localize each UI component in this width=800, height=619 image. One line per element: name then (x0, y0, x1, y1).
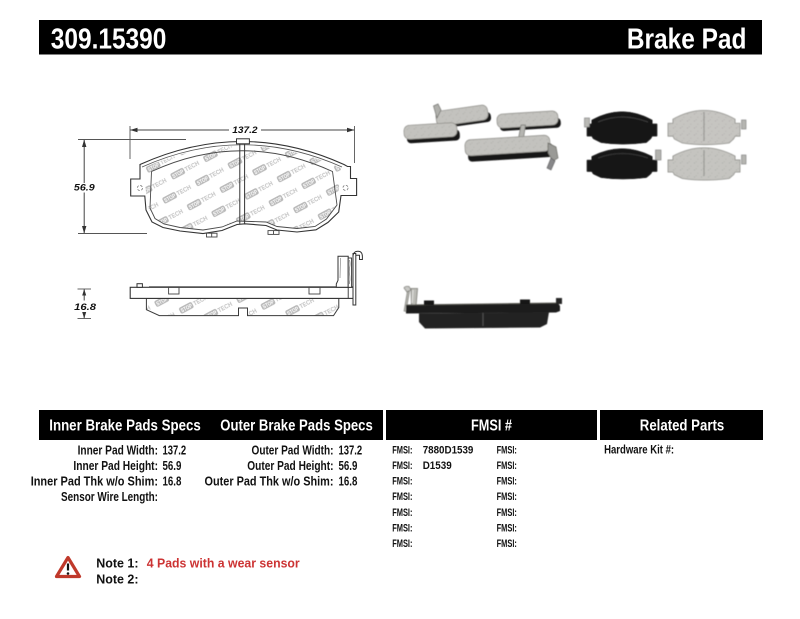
svg-text:FMSI:: FMSI: (392, 444, 412, 456)
svg-text:Outer Pad Thk w/o Shim:: Outer Pad Thk w/o Shim: (205, 474, 334, 489)
svg-text:FMSI:: FMSI: (497, 491, 517, 503)
svg-text:Outer Pad Height:: Outer Pad Height: (247, 458, 333, 473)
svg-text:FMSI #: FMSI # (471, 418, 512, 435)
svg-text:7880D1539: 7880D1539 (423, 444, 474, 456)
svg-text:Inner Pad Height:: Inner Pad Height: (73, 458, 158, 473)
svg-text:Inner Pad Width:: Inner Pad Width: (78, 442, 158, 457)
svg-text:56.9: 56.9 (74, 183, 96, 193)
svg-text:16.8: 16.8 (74, 302, 97, 312)
svg-text:Inner Pad Thk w/o Shim:: Inner Pad Thk w/o Shim: (31, 474, 158, 489)
svg-text:56.9: 56.9 (339, 458, 358, 473)
svg-text:FMSI:: FMSI: (497, 476, 517, 488)
svg-text:FMSI:: FMSI: (392, 507, 412, 519)
svg-text:FMSI:: FMSI: (497, 444, 517, 456)
svg-text:FMSI:: FMSI: (392, 460, 412, 472)
svg-text:Brake Pad: Brake Pad (627, 22, 747, 54)
svg-text:FMSI:: FMSI: (497, 460, 517, 472)
svg-text:FMSI:: FMSI: (392, 538, 412, 550)
svg-text:FMSI:: FMSI: (392, 476, 412, 488)
svg-text:16.8: 16.8 (163, 474, 182, 489)
svg-text:Sensor Wire Length:: Sensor Wire Length: (61, 489, 158, 504)
svg-text:Note 1:: Note 1: (96, 556, 138, 571)
svg-text:FMSI:: FMSI: (497, 507, 517, 519)
svg-text:FMSI:: FMSI: (392, 522, 412, 534)
svg-text:Related Parts: Related Parts (640, 418, 724, 435)
svg-text:56.9: 56.9 (163, 458, 182, 473)
svg-text:4 Pads with a wear sensor: 4 Pads with a wear sensor (147, 556, 300, 571)
svg-text:Note 2:: Note 2: (96, 572, 138, 587)
svg-text:137.2: 137.2 (232, 125, 258, 135)
svg-text:FMSI:: FMSI: (497, 522, 517, 534)
svg-text:D1539: D1539 (423, 460, 452, 472)
svg-text:Outer Pad Width:: Outer Pad Width: (252, 442, 334, 457)
svg-text:FMSI:: FMSI: (392, 491, 412, 503)
svg-text:309.15390: 309.15390 (51, 22, 167, 54)
svg-text:137.2: 137.2 (163, 442, 187, 457)
svg-text:16.8: 16.8 (339, 474, 358, 489)
svg-text:Outer Brake Pads Specs: Outer Brake Pads Specs (220, 418, 373, 435)
svg-text:Inner Brake Pads Specs: Inner Brake Pads Specs (49, 418, 201, 435)
svg-text:FMSI:: FMSI: (497, 538, 517, 550)
svg-text:137.2: 137.2 (339, 442, 363, 457)
svg-text:Hardware Kit #:: Hardware Kit #: (604, 442, 674, 456)
